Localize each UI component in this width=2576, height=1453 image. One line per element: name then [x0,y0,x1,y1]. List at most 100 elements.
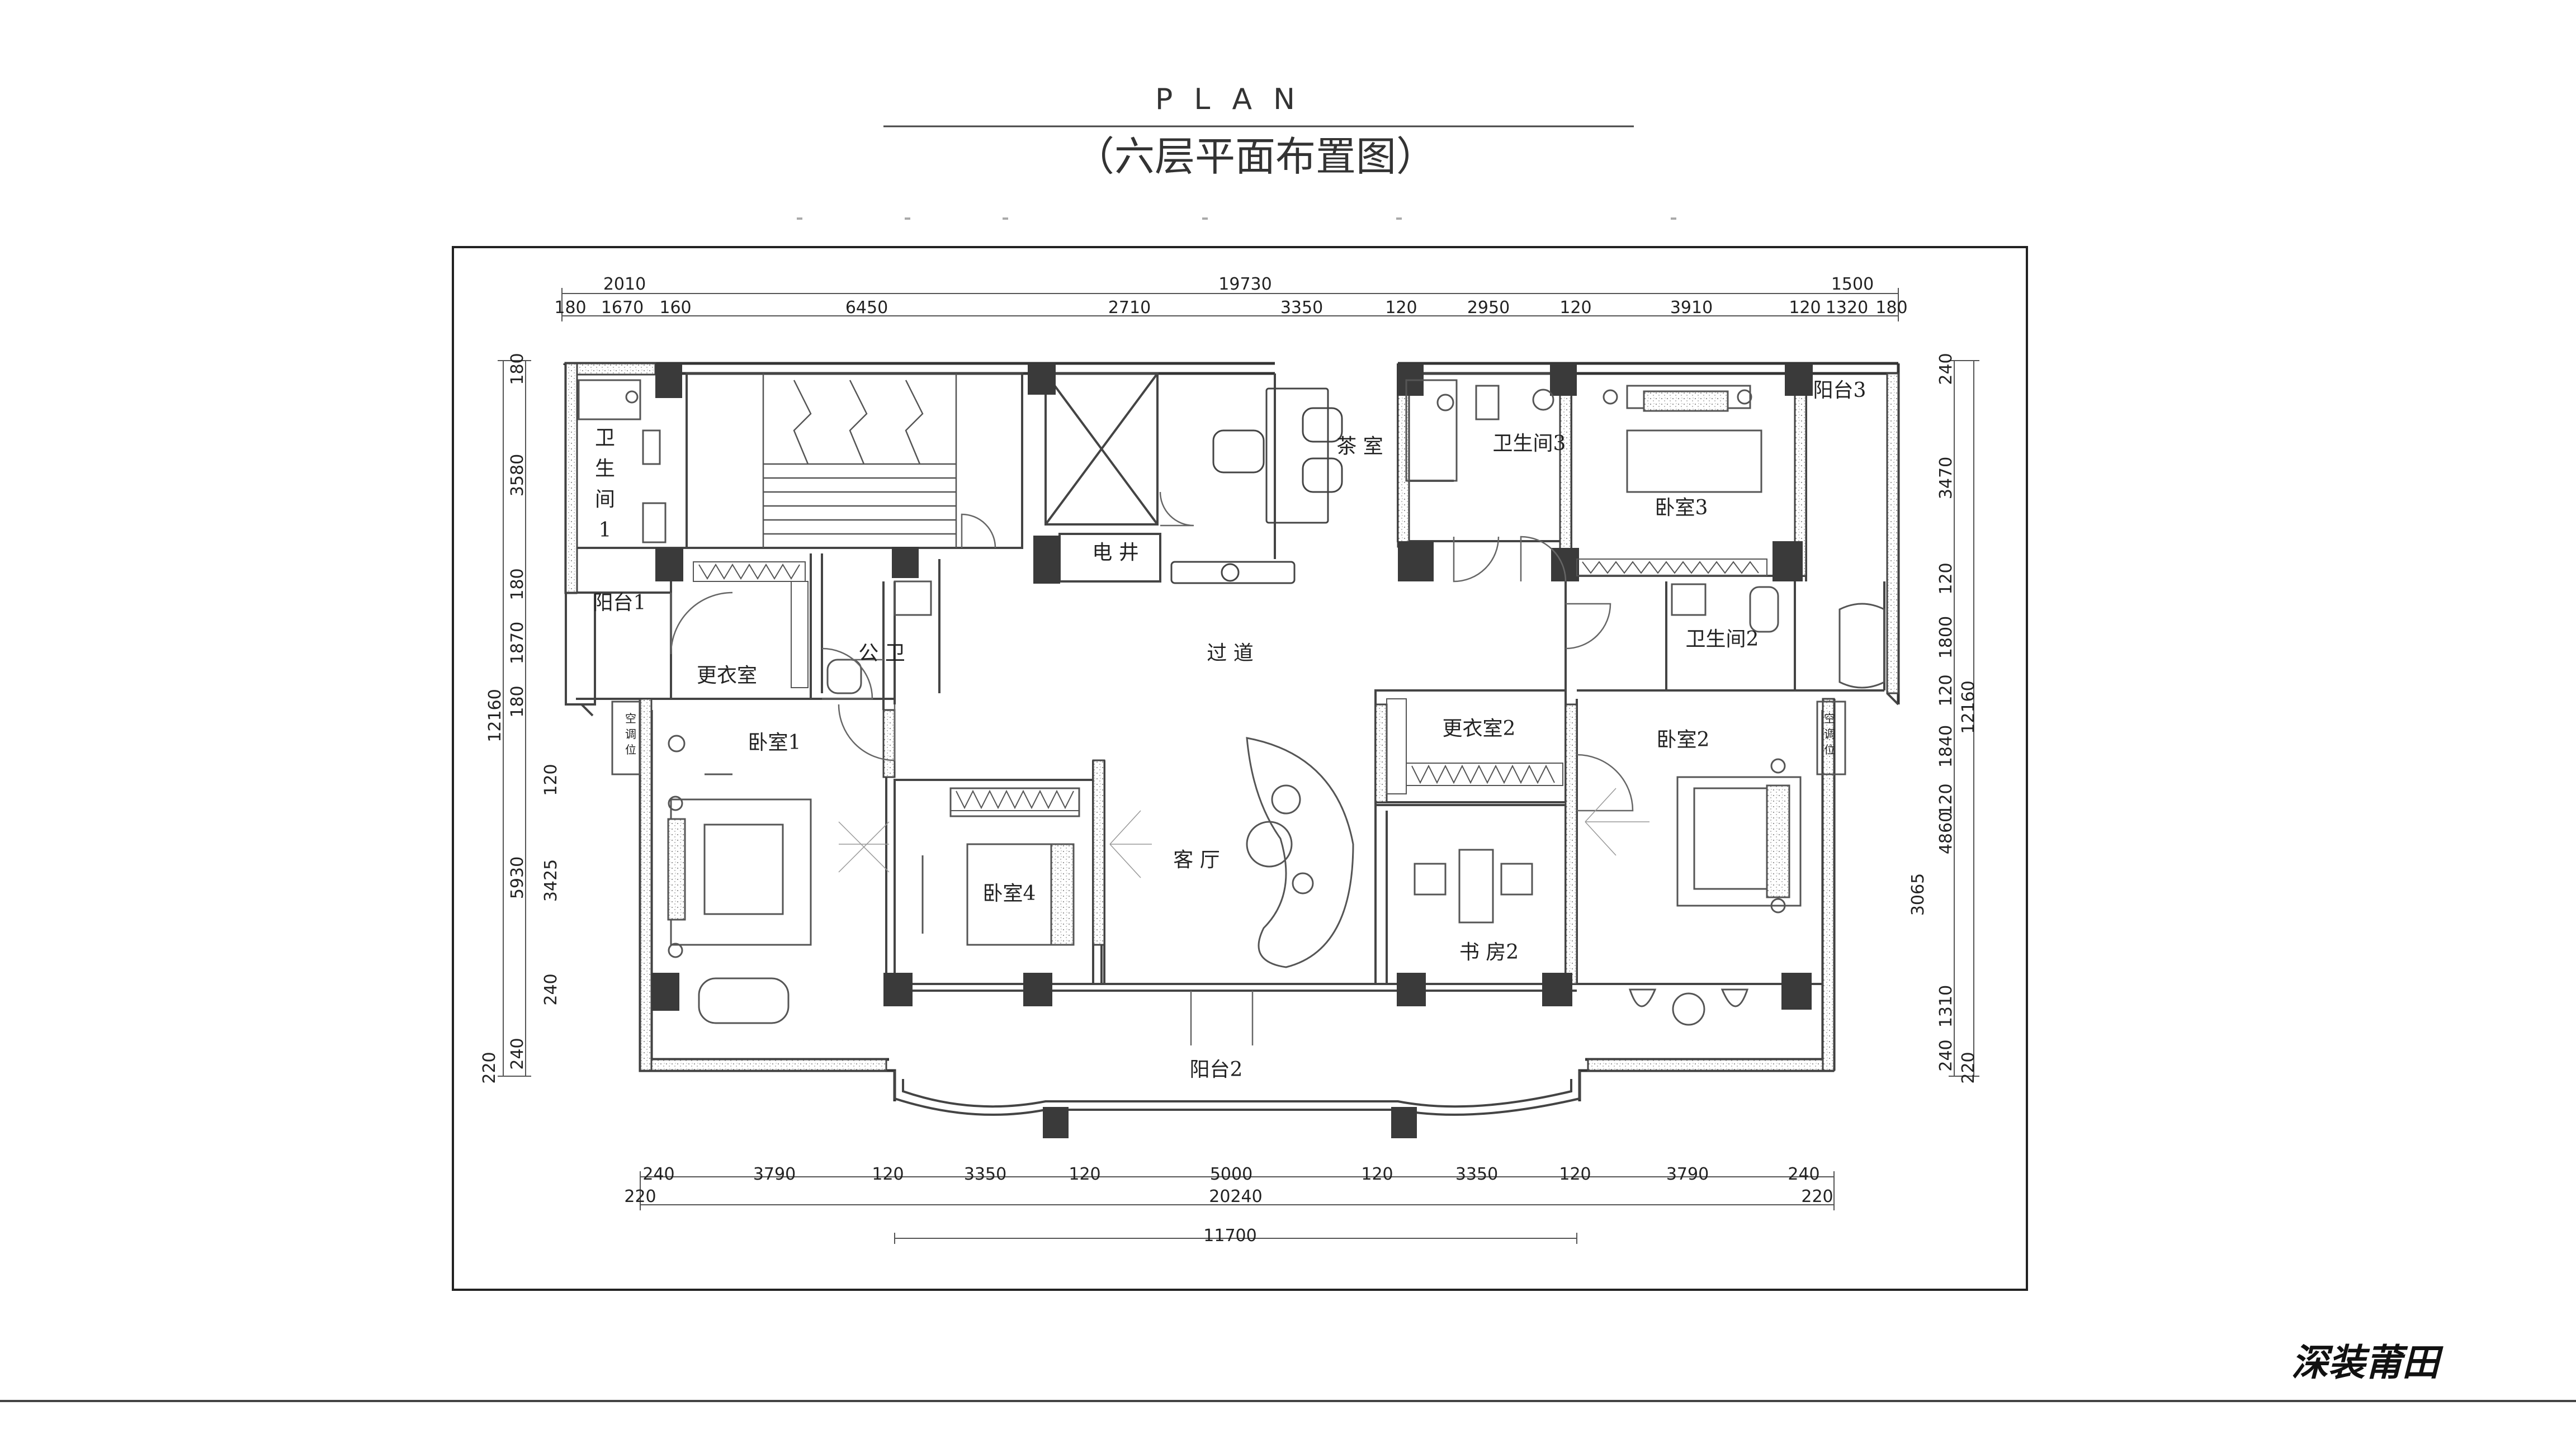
room-bath1-char1: 卫 [595,427,615,449]
dim-right-220: 220 [1959,1052,1978,1083]
room-living: 客 厅 [1173,849,1220,872]
interior-walls [565,372,1899,992]
dim-right-240b: 240 [1936,1039,1956,1071]
dim-top-120b: 120 [1559,298,1591,318]
tea-room-furniture [1170,387,1343,584]
dim-top-2950: 2950 [1467,298,1510,318]
dim-left-220: 220 [480,1052,499,1083]
room-bedroom3: 卧室3 [1655,496,1708,519]
plan-title: PLAN [1155,83,1316,116]
dim-top-6450: 6450 [845,298,888,318]
bedroom4-furniture [921,787,1080,946]
room-labels: 卫 生 间 1 阳台1 更衣室 公 卫 卧室1 卧室4 电 井 茶 室 过 道 … [593,379,1866,1081]
dim-left-1870: 1870 [508,622,527,664]
dim-bot-3790b: 3790 [1666,1165,1709,1184]
dim-right-12160: 12160 [1959,680,1978,733]
bedroom3-furniture [1603,385,1762,493]
dim-left-180b: 180 [508,568,527,600]
dim-bot-120a: 120 [872,1165,904,1184]
study-furniture [1414,849,1533,924]
dim-right-120a: 120 [1936,562,1956,594]
ac2-label-3: 位 [1824,743,1835,756]
dim-top-2710: 2710 [1108,298,1151,318]
room-dressing1: 更衣室 [697,664,757,687]
dim-bot-5000: 5000 [1210,1165,1252,1184]
header-dots [797,217,1676,220]
right-dimensions: 240 3470 120 1800 120 12160 1840 120 486… [1908,353,1978,1083]
view-arrows [838,788,1649,878]
dim-top-2010: 2010 [603,274,646,294]
drawing-frame [452,246,2028,1291]
dim-top-180b: 180 [1875,298,1907,318]
dim-top-180a: 180 [554,298,586,318]
structural-columns [651,363,1813,1138]
room-balcony2: 阳台2 [1190,1058,1243,1081]
staircase [762,373,957,548]
dim-top-160: 160 [659,298,691,318]
dim-right-4860: 4860 [1936,812,1956,854]
dim-right-3470: 3470 [1936,457,1956,499]
dim-right-1800: 1800 [1936,616,1956,659]
dim-left-3580: 3580 [508,454,527,496]
dim-bot-120b: 120 [1069,1165,1100,1184]
dim-top-3910: 3910 [1670,298,1713,318]
wall-hatching [565,362,1899,1072]
dim-left-180a: 180 [508,353,527,385]
room-bath2: 卫生间2 [1686,628,1759,651]
living-room-furniture [1246,737,1354,968]
bedroom1-furniture [667,735,812,1024]
dim-top-1320: 1320 [1826,298,1868,318]
dim-top-120a: 120 [1385,298,1417,318]
dim-top-3350: 3350 [1280,298,1323,318]
room-bedroom2: 卧室2 [1657,728,1710,751]
room-study2: 书 房2 [1459,941,1519,964]
wardrobes [693,559,1767,811]
dim-bot-3350a: 3350 [964,1165,1006,1184]
room-balcony3: 阳台3 [1813,379,1866,402]
ac1-label-2: 调 [625,727,636,741]
ac-labels: 空 调 位 空 调 位 [625,712,1835,756]
room-public-bath: 公 卫 [858,642,905,665]
dim-top-1500: 1500 [1831,274,1874,294]
ac1-label-1: 空 [625,712,636,725]
room-bath3: 卫生间3 [1493,432,1566,455]
dim-bot-20240: 20240 [1209,1187,1262,1206]
dim-left-240b: 240 [508,1038,527,1069]
door-swings [670,491,1634,1045]
dim-right-1310: 1310 [1936,985,1956,1028]
room-bedroom1: 卧室1 [748,731,801,754]
ac1-label-3: 位 [625,743,636,756]
room-bedroom4: 卧室4 [983,882,1036,905]
ac2-label-2: 调 [1824,727,1835,741]
dim-right-3065: 3065 [1908,873,1928,916]
dim-top-120c: 120 [1789,298,1821,318]
dim-bot-11700: 11700 [1203,1226,1256,1246]
top-dimensions: 2010 19730 1500 180 1670 160 6450 2710 3… [554,274,1907,318]
dim-bot-240a: 240 [642,1165,674,1184]
dim-right-120b: 120 [1936,674,1956,706]
room-elec-shaft: 电 井 [1092,541,1138,564]
dim-bot-120c: 120 [1361,1165,1393,1184]
room-bath1-char4: 1 [599,519,612,542]
room-bath1-char3: 间 [595,488,615,511]
dim-top-1670: 1670 [601,298,644,318]
room-dressing2: 更衣室2 [1443,717,1516,740]
dim-left-5930: 5930 [508,856,527,899]
left-dimensions: 180 3580 180 1870 180 12160 120 5930 342… [480,353,561,1083]
dim-right-240a: 240 [1936,353,1956,385]
dim-bot-220a: 220 [624,1187,656,1206]
room-balcony1: 阳台1 [593,591,646,614]
brand-logo: 深装莆田 [2291,1341,2443,1384]
dimension-lines [498,288,1979,1244]
dim-top-19730: 19730 [1218,274,1272,294]
dim-bot-120d: 120 [1559,1165,1591,1184]
dim-right-120c: 120 [1936,783,1956,815]
bathroom-fixtures [578,379,1885,694]
bedroom2-furniture [1628,758,1802,1026]
room-tea: 茶 室 [1336,435,1383,458]
dim-left-240a: 240 [541,973,561,1005]
bottom-dimensions: 240 3790 120 3350 120 5000 120 3350 120 … [624,1165,1833,1246]
dim-left-3425: 3425 [541,859,561,902]
dim-bot-240b: 240 [1788,1165,1819,1184]
